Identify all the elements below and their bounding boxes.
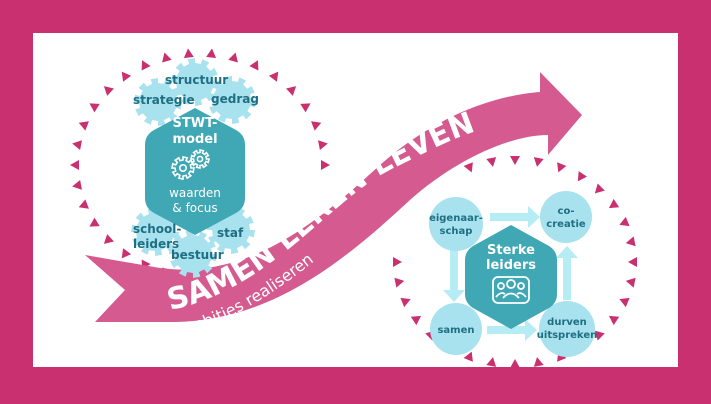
loop-triangle-marker	[533, 157, 544, 167]
label-gedrag: gedrag	[211, 92, 259, 106]
loop-triangle-marker	[72, 140, 82, 151]
loop-triangle-marker	[318, 140, 328, 151]
hex-right-title-1: Sterke	[487, 243, 535, 258]
label-bestuur: bestuur	[171, 248, 224, 262]
circle-eigenaarschap	[429, 197, 483, 251]
loop-triangle-marker	[249, 60, 259, 71]
hex-left-title-2: model	[172, 132, 217, 147]
label-strategie: strategie	[133, 93, 195, 107]
loop-triangle-marker	[625, 236, 636, 247]
gear-shape	[208, 76, 256, 124]
loop-triangle-marker	[577, 171, 587, 182]
loop-triangle-marker	[321, 160, 330, 170]
loop-triangle-marker	[510, 156, 520, 165]
loop-triangle-marker	[162, 52, 172, 63]
gear-strategie	[134, 78, 182, 126]
loop-triangle-marker	[89, 217, 100, 227]
right-dotted-loop	[393, 156, 637, 368]
loop-triangle-marker	[393, 257, 402, 267]
loop-triangle-marker	[268, 71, 279, 82]
label-eigenaar-1: eigenaar-	[429, 213, 483, 224]
loop-triangle-marker	[103, 86, 114, 96]
loop-triangle-marker	[103, 234, 114, 244]
gear-bestuur	[169, 230, 217, 278]
gear-schoolleiders	[131, 208, 179, 256]
gear-shape	[131, 208, 179, 256]
gear-shape	[134, 78, 182, 126]
people-group-icon	[492, 276, 530, 304]
gear-shape	[171, 156, 195, 180]
hex-left-sub-2: & focus	[172, 201, 217, 215]
label-school-2: leiders	[133, 237, 179, 251]
gear-shape	[190, 149, 210, 169]
loop-triangle-marker	[78, 121, 89, 131]
label-cocreatie-1: co-	[558, 206, 575, 217]
loop-triangle-marker	[286, 86, 297, 96]
gear-shape	[171, 58, 219, 106]
loop-triangle-marker	[533, 357, 544, 367]
gear-hole	[196, 155, 204, 163]
circle-cocreatie	[540, 191, 592, 243]
loop-triangle-marker	[463, 351, 473, 362]
loop-triangle-marker	[121, 71, 132, 82]
loop-triangle-marker	[141, 60, 151, 71]
cycle-arrow-bottom	[487, 319, 537, 341]
loop-triangle-marker	[619, 216, 630, 227]
loop-triangle-marker	[72, 179, 82, 190]
circle-samen	[430, 303, 482, 355]
cycle-arrow-left	[443, 250, 465, 302]
stwt-model-hexagon	[145, 108, 245, 235]
loop-triangle-marker	[78, 199, 89, 209]
left-cluster: structuur strategie gedrag school- leide…	[131, 58, 259, 278]
loop-triangle-marker	[608, 315, 620, 326]
gear-hole	[178, 163, 188, 173]
big-arrow	[85, 72, 582, 322]
loop-triangle-marker	[594, 330, 605, 341]
hex-left-sub-1: waarden	[169, 186, 221, 200]
loop-triangle-marker	[183, 48, 194, 58]
loop-triangle-marker	[486, 357, 497, 367]
label-eigenaar-2: schap	[440, 226, 473, 237]
loop-triangle-marker	[70, 160, 79, 170]
cycle-arrow-top	[490, 206, 540, 228]
loop-triangle-marker	[400, 297, 411, 308]
loop-triangle-marker	[121, 248, 132, 259]
label-durven-1: durven	[547, 317, 587, 328]
label-staf: staf	[217, 226, 244, 240]
loop-triangle-marker	[608, 198, 620, 209]
gears-icon	[171, 149, 210, 180]
loop-triangle-marker	[628, 257, 637, 267]
loop-triangle-marker	[89, 103, 100, 113]
label-samen: samen	[437, 325, 474, 336]
loop-triangle-marker	[510, 359, 520, 368]
loop-triangle-marker	[486, 157, 497, 167]
gear-shape	[169, 230, 217, 278]
loop-triangle-marker	[557, 162, 567, 173]
loop-triangle-marker	[228, 52, 238, 63]
loop-triangle-marker	[394, 277, 405, 288]
label-structuur: structuur	[165, 73, 228, 87]
loop-triangle-marker	[410, 315, 422, 326]
hex-left-title-1: STWT-	[173, 116, 218, 131]
gear-structuur	[171, 58, 219, 106]
cycle-arrow-right	[556, 246, 578, 300]
gear-gedrag	[208, 76, 256, 124]
label-school-1: school-	[133, 222, 181, 236]
label-durven-2: uitspreken	[537, 330, 597, 341]
loop-triangle-marker	[300, 103, 311, 113]
label-cocreatie-2: creatie	[546, 219, 586, 230]
loop-triangle-marker	[625, 277, 636, 288]
loop-triangle-marker	[619, 297, 630, 308]
right-cluster: eigenaar- schap co- creatie samen durven…	[429, 191, 597, 357]
loop-triangle-marker	[206, 48, 217, 58]
loop-triangle-marker	[463, 162, 473, 173]
loop-triangle-marker	[594, 183, 605, 194]
circle-durven-uitspreken	[539, 301, 595, 357]
hex-right-title-2: leiders	[486, 258, 536, 273]
loop-triangle-marker	[311, 121, 322, 131]
